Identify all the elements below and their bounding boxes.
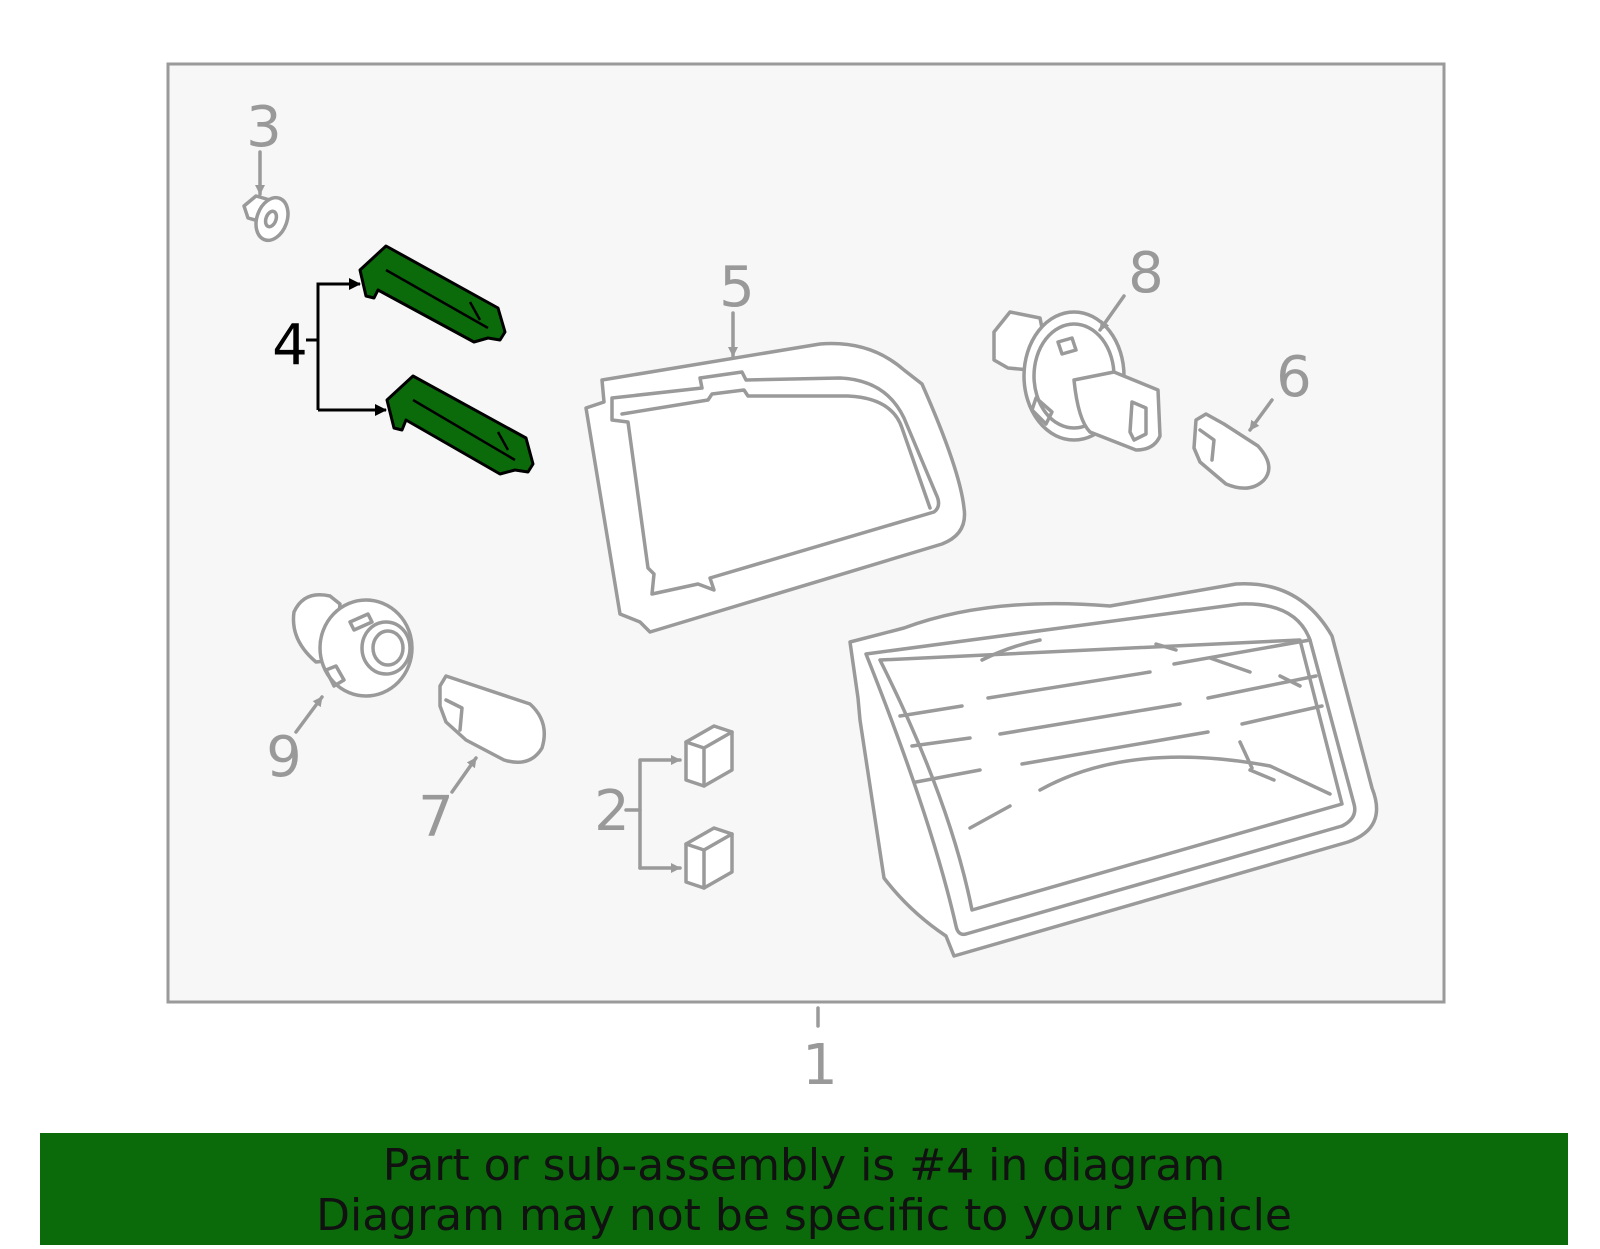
notice-line-2: Diagram may not be specific to your vehi… <box>316 1190 1292 1241</box>
callout-7: 7 <box>418 785 454 850</box>
callout-4: 4 <box>272 313 308 378</box>
part-2-clip-upper <box>684 724 734 788</box>
callout-5: 5 <box>719 255 755 320</box>
part-2-clip-lower <box>684 826 734 890</box>
part-3-clip <box>242 194 290 243</box>
callout-2: 2 <box>594 779 630 844</box>
part-1-housing <box>848 582 1379 958</box>
part-7-bulb <box>438 674 546 764</box>
part-6-bulb <box>1192 412 1271 490</box>
callout-6: 6 <box>1276 345 1312 410</box>
part-9-socket <box>291 593 414 698</box>
leader-6 <box>1248 398 1274 432</box>
leader-4 <box>306 278 387 416</box>
part-4-bracket-upper <box>358 244 507 344</box>
leader-2 <box>624 755 682 873</box>
part-4-bracket-lower <box>385 374 535 476</box>
leader-8 <box>1098 294 1126 332</box>
notice-line-1: Part or sub-assembly is #4 in diagram <box>382 1140 1226 1191</box>
callout-8: 8 <box>1128 241 1164 306</box>
parts-diagram: 3 4 5 8 6 9 7 2 1 <box>166 62 1446 1098</box>
part-5-lens-frame <box>584 341 967 634</box>
callout-3: 3 <box>246 95 282 160</box>
callout-9: 9 <box>266 725 302 790</box>
diagram-notice-banner: Part or sub-assembly is #4 in diagram Di… <box>40 1133 1568 1245</box>
leader-9 <box>294 695 324 734</box>
callout-1: 1 <box>802 1033 838 1098</box>
leader-7 <box>450 756 478 794</box>
part-8-socket <box>992 310 1162 452</box>
